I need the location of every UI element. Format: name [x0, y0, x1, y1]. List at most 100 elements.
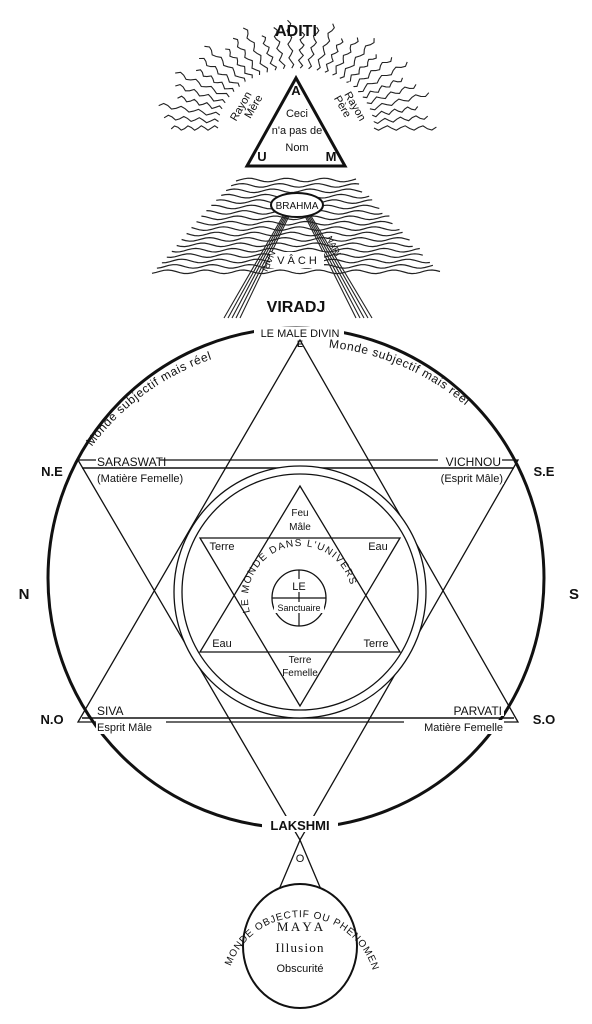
ray-line	[332, 37, 359, 76]
nari-beam-right	[307, 215, 365, 319]
saraswati-sub: (Matière Femelle)	[97, 473, 183, 485]
ray-line	[366, 84, 417, 105]
male-divin-label: LE MALE DIVIN	[261, 328, 340, 340]
terre-br-label: Terre	[363, 638, 388, 650]
nari-beam-right	[309, 215, 369, 319]
siva-sub: Esprit Mâle	[97, 722, 152, 734]
rays	[158, 19, 437, 131]
ray-line	[177, 95, 223, 110]
triangle-text-1: Ceci	[286, 108, 308, 120]
vach-label: V Â C H	[277, 254, 317, 267]
inner-triangle-up	[198, 484, 402, 653]
arc-left-text: Monde subjectif mais réel	[83, 349, 213, 449]
ray-line	[225, 48, 253, 79]
ray-line	[371, 106, 419, 118]
illusion-label: Illusion	[275, 940, 324, 955]
ray-line	[199, 57, 240, 87]
ray-line	[158, 102, 221, 116]
terre-femelle-1: Terre	[289, 655, 312, 666]
ray-line	[232, 37, 261, 76]
dir-so: S.O	[533, 712, 555, 727]
parvati-name: PARVATI	[454, 704, 502, 718]
wave-line	[191, 226, 400, 232]
wave-line	[171, 247, 420, 253]
parvati-sub: Matière Femelle	[424, 722, 503, 734]
ray-line	[273, 27, 286, 70]
dir-no: N.O	[40, 712, 63, 727]
ray-line	[170, 125, 219, 131]
ray-line	[242, 27, 269, 73]
ray-line	[324, 38, 344, 73]
wave-line	[201, 215, 390, 221]
ray-line	[373, 115, 429, 125]
maya-label: M A Y A	[277, 919, 324, 934]
vichnou-name: VICHNOU	[446, 455, 501, 469]
ray-line	[196, 69, 235, 92]
ray-line	[362, 77, 404, 99]
wave-line	[225, 188, 363, 194]
wave-line	[151, 269, 441, 275]
arc-right-text: Monde subjectif mais réel	[328, 337, 473, 409]
dir-n: N	[19, 586, 30, 603]
nari-beam-left	[239, 215, 290, 319]
letter-u: U	[257, 149, 266, 164]
ray-line	[316, 23, 335, 71]
upper-triangle	[244, 74, 348, 168]
ray-line	[175, 83, 226, 104]
nari-beams	[223, 215, 373, 319]
eau-bl-label: Eau	[212, 638, 232, 650]
wave-line	[235, 177, 357, 183]
feu-label: Feu	[291, 508, 308, 519]
ray-line	[307, 26, 320, 70]
viradj-label: VIRADJ	[267, 299, 326, 316]
eau-tr-label: Eau	[368, 541, 388, 553]
ray-line	[297, 31, 306, 69]
nari-beam-left	[231, 215, 287, 319]
ray-line	[373, 125, 437, 131]
ray-line	[175, 71, 230, 98]
triangle-text-2: n'a pas de	[272, 125, 322, 137]
inner-triangle-down	[198, 537, 402, 708]
terre-tl-label: Terre	[209, 541, 234, 553]
point-o: O	[296, 853, 305, 865]
nari-beam-left	[227, 215, 285, 319]
obscurite-label: Obscurité	[276, 963, 323, 975]
ray-line	[163, 114, 219, 124]
wave-line	[176, 242, 413, 248]
wave-line	[196, 220, 393, 226]
brahma-oval	[270, 192, 324, 218]
dir-ne: N.E	[41, 464, 63, 479]
point-e: E	[297, 339, 303, 349]
ray-line	[261, 35, 278, 71]
middle-circle-inner	[181, 473, 419, 711]
ray-line	[339, 38, 375, 79]
wave-line	[230, 182, 360, 188]
ray-line	[286, 19, 295, 69]
vichnou-sub: (Esprit Mâle)	[441, 473, 503, 485]
nari-beam-right	[304, 215, 357, 319]
dir-s: S	[569, 586, 579, 603]
le-label: LE	[292, 581, 305, 593]
male-label: Mâle	[289, 522, 311, 533]
triangle-text-3: Nom	[285, 142, 308, 154]
waves	[151, 177, 441, 275]
ray-line	[369, 92, 430, 111]
nari-beam-left	[235, 215, 288, 319]
ray-line	[346, 54, 377, 83]
letter-m: M	[326, 149, 337, 164]
ray-line	[352, 57, 393, 88]
aditi-label: ADITI	[275, 23, 317, 40]
wave-line	[181, 236, 410, 242]
letter-a: A	[291, 83, 301, 98]
nari-beam-right	[306, 215, 361, 319]
brahma-label: BRAHMA	[276, 201, 319, 212]
ray-line	[358, 61, 408, 93]
terre-femelle-2: Femelle	[282, 668, 318, 679]
sanctuaire-label: Sanctuaire	[277, 603, 320, 613]
maya-circle	[242, 883, 358, 1009]
ray-line	[204, 45, 247, 83]
lakshmi-label: LAKSHMI	[270, 818, 329, 833]
siva-name: SIVA	[97, 704, 123, 718]
wave-line	[186, 231, 403, 237]
